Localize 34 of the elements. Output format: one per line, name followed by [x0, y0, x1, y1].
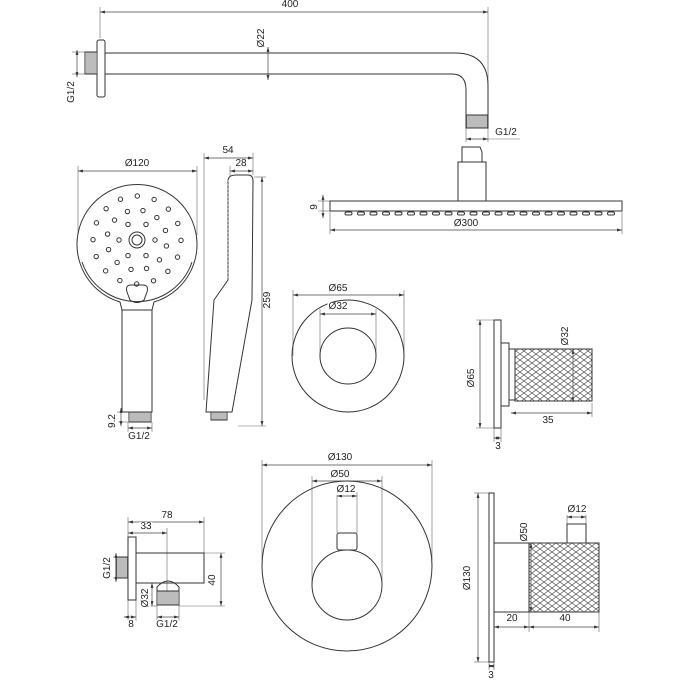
dimension-label: G1/2	[494, 128, 518, 138]
dimension-label: Ø50	[520, 522, 530, 542]
dimension-label: Ø120	[124, 159, 150, 169]
dimension-label: 20	[505, 614, 519, 624]
dimension-label: G1/2	[67, 80, 77, 104]
dimension-label: 8	[127, 620, 135, 630]
dimension-label: Ø32	[561, 326, 571, 346]
dimension-label: Ø22	[257, 28, 267, 48]
dimension-label: Ø50	[330, 470, 350, 480]
dimension-label: 33	[139, 522, 153, 532]
dimension-label: Ø65	[328, 284, 348, 294]
dimension-label: 259	[263, 290, 273, 310]
dimension-label: G1/2	[155, 620, 179, 630]
dimension-label: Ø65	[467, 368, 477, 388]
dimension-label: 35	[541, 416, 555, 426]
dimension-label: G1/2	[103, 556, 113, 580]
dimension-label: Ø300	[452, 219, 480, 229]
dimension-label: 28	[234, 159, 248, 169]
dimension-label: Ø12	[566, 505, 588, 515]
dimension-label: Ø12	[336, 485, 356, 495]
dimension-label: 3	[494, 442, 502, 452]
dimension-label: 54	[221, 146, 235, 156]
dimension-label: 3	[487, 671, 495, 681]
dimension-label: 40	[558, 614, 572, 624]
dimension-label: 78	[160, 511, 174, 521]
dimension-label: 9.2	[108, 413, 118, 429]
dimension-label: 400	[280, 0, 300, 10]
dimension-label: Ø130	[326, 453, 354, 463]
dimension-label: Ø32	[328, 302, 348, 312]
dimension-label: 9	[310, 203, 320, 211]
dimension-label: Ø130	[463, 564, 473, 592]
dimension-label: Ø32	[141, 588, 151, 608]
dimension-label: 40	[208, 573, 218, 587]
dimension-label: G1/2	[127, 432, 151, 442]
